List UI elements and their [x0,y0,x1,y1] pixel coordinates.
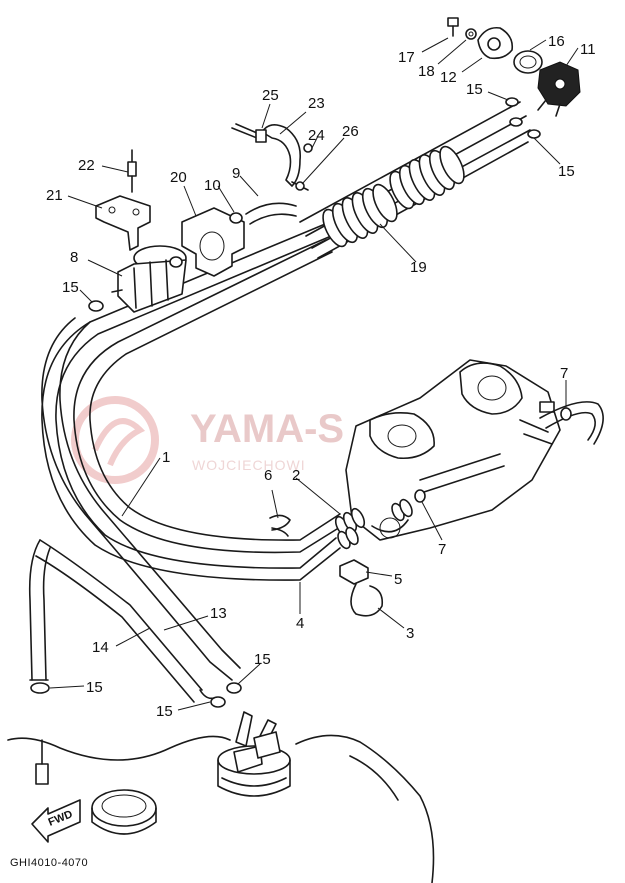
callout-12: 12 [440,69,457,86]
callout-14: 14 [92,639,109,656]
band-3 [350,583,384,617]
return-hose-7 [414,401,604,503]
watermark-title: YAMA-S [190,407,344,451]
callout-15-lower: 15 [156,703,173,720]
hose-bellows-2 [334,498,413,550]
callout-19: 19 [410,259,427,276]
callout-7-lower: 7 [438,541,446,558]
callout-13: 13 [210,605,227,622]
clamp-5 [339,559,369,585]
callout-18: 18 [418,63,435,80]
bolt-17 [447,17,459,37]
callout-10: 10 [204,177,221,194]
callout-15-filter: 15 [62,279,79,296]
fuel-hoses [28,221,346,703]
callout-23: 23 [308,95,325,112]
callout-15-lower-right: 15 [254,651,271,668]
carburetor-block [345,359,561,541]
callout-9: 9 [232,165,240,182]
callout-21: 21 [46,187,63,204]
clamps-lower [30,682,242,785]
callout-5: 5 [394,571,402,588]
callout-1: 1 [162,449,170,466]
fuel-tank [7,711,435,883]
callout-3: 3 [406,625,414,642]
callout-15-left: 15 [86,679,103,696]
drawing-code: GHI4010-4070 [10,857,88,869]
hose-9 [229,202,297,225]
callout-7-upper: 7 [560,365,568,382]
callout-22: 22 [78,157,95,174]
callout-15-right: 15 [558,163,575,180]
callout-4: 4 [296,615,304,632]
callout-26: 26 [342,123,359,140]
callout-17: 17 [398,49,415,66]
callout-16: 16 [548,33,565,50]
pin-22 [127,149,137,193]
callout-25: 25 [262,87,279,104]
forward-arrow: FWD [31,799,81,843]
hose-bundle-19 [299,101,531,259]
fuel-cock-assembly [447,17,581,117]
callout-15-top: 15 [466,81,483,98]
clip-6 [269,514,291,537]
leader-lines [49,37,579,711]
callout-20: 20 [170,169,187,186]
callout-24: 24 [308,127,325,144]
bracket-23 [231,123,313,191]
callout-2: 2 [292,467,300,484]
watermark-subtitle: WOJCIECHOWI [192,457,306,473]
fuel-filter-8 [88,245,187,313]
callout-8: 8 [70,249,78,266]
callout-11: 11 [580,41,596,58]
callout-labels: 17 18 12 16 11 15 15 25 23 24 26 22 21 2… [46,33,596,720]
callout-6: 6 [264,467,272,484]
bracket-21 [95,195,151,251]
